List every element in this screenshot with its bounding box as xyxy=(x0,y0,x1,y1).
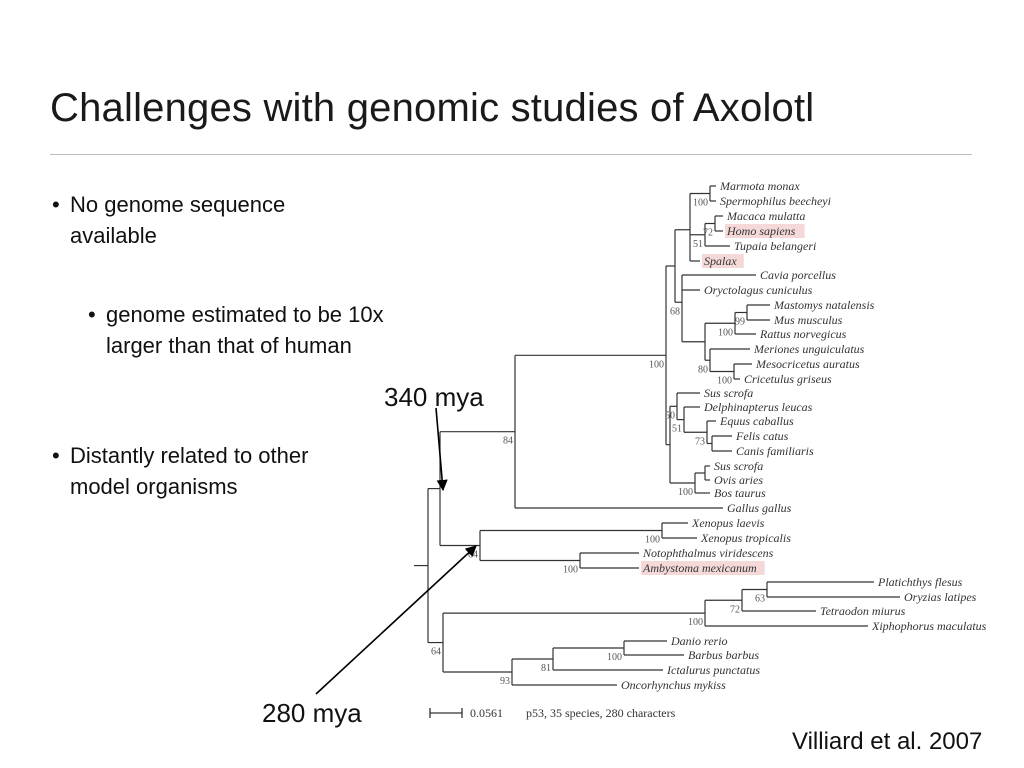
taxon-label: Rattus norvegicus xyxy=(759,327,847,341)
taxon-label: Equus caballus xyxy=(719,414,794,428)
bullet-text: No genome sequence available xyxy=(70,192,286,248)
taxon-label: Xiphophorus maculatus xyxy=(871,619,987,633)
bootstrap-label: 72 xyxy=(703,228,713,239)
bootstrap-label: 51 xyxy=(693,239,703,250)
taxon-label: Cricetulus griseus xyxy=(744,372,832,386)
callout-280-mya: 280 mya xyxy=(262,698,362,728)
bootstrap-label: 72 xyxy=(730,604,740,615)
taxon-label: Sus scrofa xyxy=(714,459,763,473)
bootstrap-label: 80 xyxy=(698,364,708,375)
taxon-label: Oryctolagus cuniculus xyxy=(704,283,813,297)
bootstrap-label: 64 xyxy=(431,647,441,658)
taxon-label: Sus scrofa xyxy=(704,386,753,400)
sub-bullet-item: • genome estimated to be 10x larger than… xyxy=(88,299,396,361)
bootstrap-label: 100 xyxy=(717,376,732,387)
bootstrap-label: 68 xyxy=(670,306,680,317)
taxon-label: Delphinapterus leucas xyxy=(703,400,813,414)
taxon-label: Danio rerio xyxy=(670,634,728,648)
bootstrap-label: 100 xyxy=(688,617,703,628)
bootstrap-label: 93 xyxy=(500,676,510,687)
taxon-label: Ambystoma mexicanum xyxy=(642,561,757,575)
taxon-label: Tupaia belangeri xyxy=(734,239,816,253)
bullet-item: • Distantly related to other model organ… xyxy=(52,440,370,502)
citation: Villiard et al. 2007 xyxy=(792,728,983,755)
arrow-340-mya xyxy=(435,407,448,492)
arrow-280-mya xyxy=(315,545,477,695)
bullet-text: genome estimated to be 10x larger than t… xyxy=(106,302,384,358)
bootstrap-label: 84 xyxy=(503,436,513,447)
bootstrap-label: 81 xyxy=(541,663,551,674)
taxon-label: Xenopus laevis xyxy=(691,516,765,530)
scale-caption: p53, 35 species, 280 characters xyxy=(526,706,676,720)
taxon-label: Mus musculus xyxy=(773,313,843,327)
taxon-label: Felis catus xyxy=(735,429,789,443)
bullet-item: • No genome sequence available xyxy=(52,189,360,251)
bootstrap-label: 63 xyxy=(755,594,765,605)
highlight-box xyxy=(725,224,805,238)
taxon-label: Barbus barbus xyxy=(688,648,759,662)
bootstrap-label: 100 xyxy=(718,327,733,338)
bootstrap-label: 100 xyxy=(607,652,622,663)
taxon-label: Mesocricetus auratus xyxy=(755,357,860,371)
scale-value: 0.0561 xyxy=(470,706,503,720)
bullet-marker: • xyxy=(88,302,96,327)
bootstrap-label: 100 xyxy=(678,487,693,498)
callout-340-mya: 340 mya xyxy=(384,382,484,412)
taxon-label: Notophthalmus viridescens xyxy=(642,546,774,560)
bootstrap-label: 51 xyxy=(672,424,682,435)
taxon-label: Canis familiaris xyxy=(736,444,814,458)
bullet-text: Distantly related to other model organis… xyxy=(70,443,309,499)
slide-title: Challenges with genomic studies of Axolo… xyxy=(50,86,815,130)
scale-bar: 0.0561 p53, 35 species, 280 characters xyxy=(429,706,676,720)
taxon-label: Cavia porcellus xyxy=(760,268,836,282)
taxon-label: Macaca mulatta xyxy=(726,209,805,223)
taxon-label: Oryzias latipes xyxy=(904,590,977,604)
bootstrap-label: 100 xyxy=(693,198,708,209)
taxon-label: Meriones unguiculatus xyxy=(753,342,865,356)
title-divider xyxy=(50,154,972,155)
taxon-label: Homo sapiens xyxy=(726,224,796,238)
taxon-label: Ovis aries xyxy=(714,473,763,487)
bullet-marker: • xyxy=(52,443,60,468)
taxon-label: Ictalurus punctatus xyxy=(666,663,760,677)
taxon-label: Bos taurus xyxy=(714,486,766,500)
taxon-label: Spermophilus beecheyi xyxy=(720,194,831,208)
taxon-label: Gallus gallus xyxy=(727,501,792,515)
bootstrap-label: 99 xyxy=(735,317,745,328)
highlight-box xyxy=(641,561,765,575)
taxon-label: Mastomys natalensis xyxy=(773,298,875,312)
taxon-label: Xenopus tropicalis xyxy=(700,531,791,545)
bootstrap-label: 100 xyxy=(645,535,660,546)
bootstrap-label: 73 xyxy=(695,436,705,447)
taxon-label: Spalax xyxy=(704,254,737,268)
bootstrap-label: 100 xyxy=(563,565,578,576)
bootstrap-label: 50 xyxy=(665,410,675,421)
bootstrap-label: 100 xyxy=(649,359,664,370)
taxon-label: Marmota monax xyxy=(719,179,800,193)
taxon-label: Platichthys flesus xyxy=(877,575,963,589)
taxon-label: Oncorhynchus mykiss xyxy=(621,678,726,692)
highlight-box xyxy=(702,254,744,268)
bullet-marker: • xyxy=(52,192,60,217)
taxon-label: Tetraodon miurus xyxy=(820,604,906,618)
